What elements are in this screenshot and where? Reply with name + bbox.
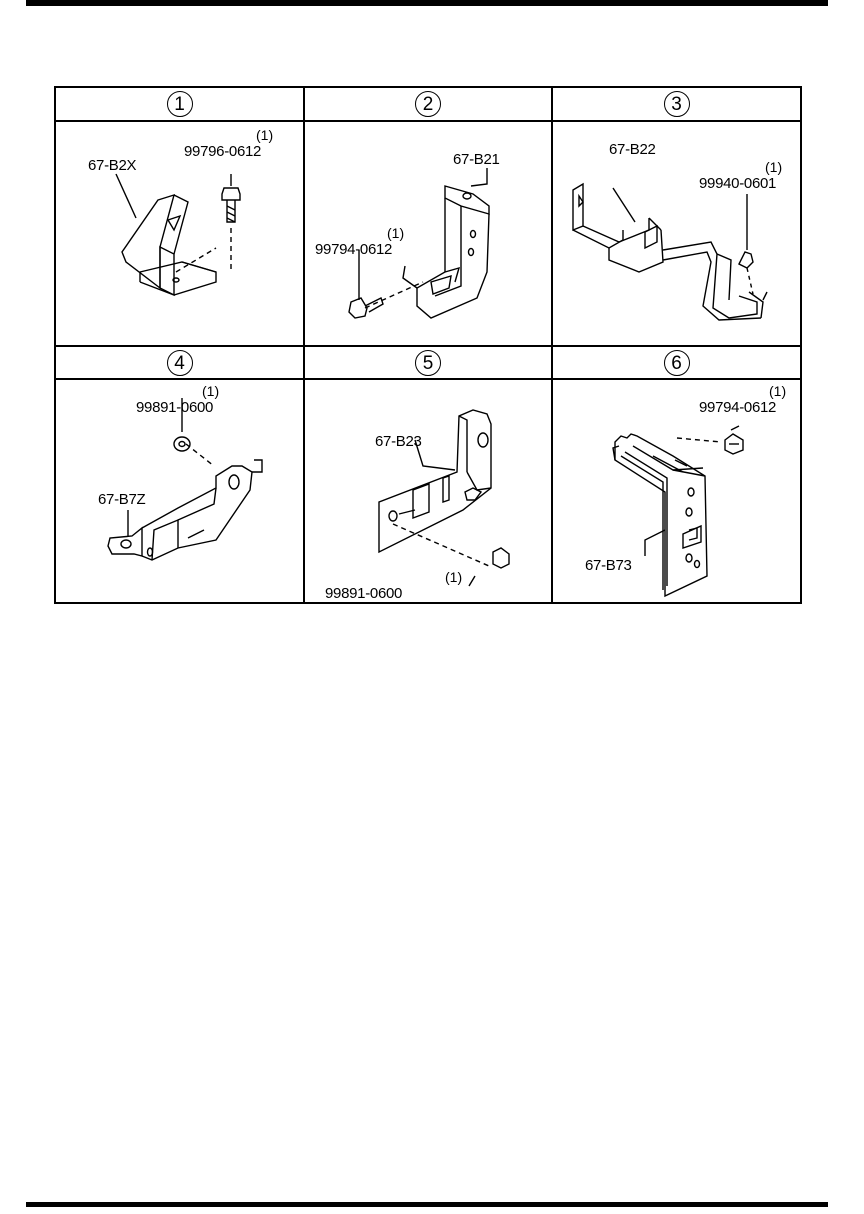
part-number-label: 67-B22 bbox=[609, 141, 656, 158]
bottom-rule bbox=[26, 1202, 828, 1207]
panel-number-badge: 4 bbox=[166, 350, 193, 376]
bracket-67-b23-drawing bbox=[378, 409, 510, 587]
bracket-67-b7z-drawing bbox=[107, 398, 263, 561]
panel-3-illustration: 67-B22 99940-0601 (1) bbox=[553, 122, 800, 345]
panel-3-header: 3 bbox=[553, 88, 800, 120]
panel-6-header: 6 bbox=[553, 347, 800, 379]
part-number-label: 67-B21 bbox=[453, 151, 500, 168]
bracket-67-b73-drawing bbox=[612, 425, 744, 598]
part-number-label: 67-B23 bbox=[375, 433, 422, 450]
row-divider bbox=[56, 345, 800, 347]
part-number-label: 67-B7Z bbox=[98, 491, 146, 508]
fastener-part-number: 99796-0612 bbox=[184, 143, 262, 160]
quantity-label: (1) bbox=[387, 225, 405, 241]
panel-2-illustration: 67-B21 99794-0612 (1) bbox=[305, 122, 551, 345]
panel-5-illustration: 67-B23 99891-0600 (1) bbox=[305, 380, 551, 602]
fastener-part-number: 99794-0612 bbox=[699, 399, 777, 416]
part-number-label: 67-B73 bbox=[585, 557, 632, 574]
quantity-label: (1) bbox=[445, 569, 463, 585]
row-divider bbox=[56, 120, 800, 122]
panel-number-badge: 2 bbox=[415, 91, 441, 117]
panel-1-header: 1 bbox=[56, 88, 303, 120]
panel-number-badge: 5 bbox=[415, 350, 441, 376]
bracket-67-b21-drawing bbox=[348, 168, 490, 319]
top-rule bbox=[26, 0, 828, 6]
row-divider bbox=[56, 378, 800, 380]
panel-6-illustration: 99794-0612 (1) 67-B73 bbox=[553, 380, 800, 602]
fastener-part-number: 99940-0601 bbox=[699, 175, 777, 192]
panel-number-badge: 1 bbox=[166, 91, 193, 117]
panel-2-header: 2 bbox=[305, 88, 551, 120]
parts-table: 1 2 3 4 5 6 67-B2X 99 bbox=[54, 86, 802, 604]
panel-4-header: 4 bbox=[56, 347, 303, 379]
fastener-part-number: 99891-0600 bbox=[325, 585, 403, 602]
quantity-label: (1) bbox=[769, 383, 787, 399]
panel-number-badge: 3 bbox=[663, 91, 690, 117]
quantity-label: (1) bbox=[202, 383, 220, 399]
panel-4-illustration: 99891-0600 (1) 67-B7Z bbox=[56, 380, 303, 602]
bracket-67-b2x-drawing bbox=[115, 173, 241, 297]
part-number-label: 67-B2X bbox=[88, 157, 137, 174]
panel-5-header: 5 bbox=[305, 347, 551, 379]
fastener-part-number: 99794-0612 bbox=[315, 241, 393, 258]
quantity-label: (1) bbox=[765, 159, 783, 175]
panel-number-badge: 6 bbox=[663, 350, 690, 376]
panel-1-illustration: 67-B2X 99796-0612 (1) bbox=[56, 122, 303, 345]
bracket-67-b22-drawing bbox=[572, 182, 768, 321]
quantity-label: (1) bbox=[256, 127, 274, 143]
fastener-part-number: 99891-0600 bbox=[136, 399, 214, 416]
